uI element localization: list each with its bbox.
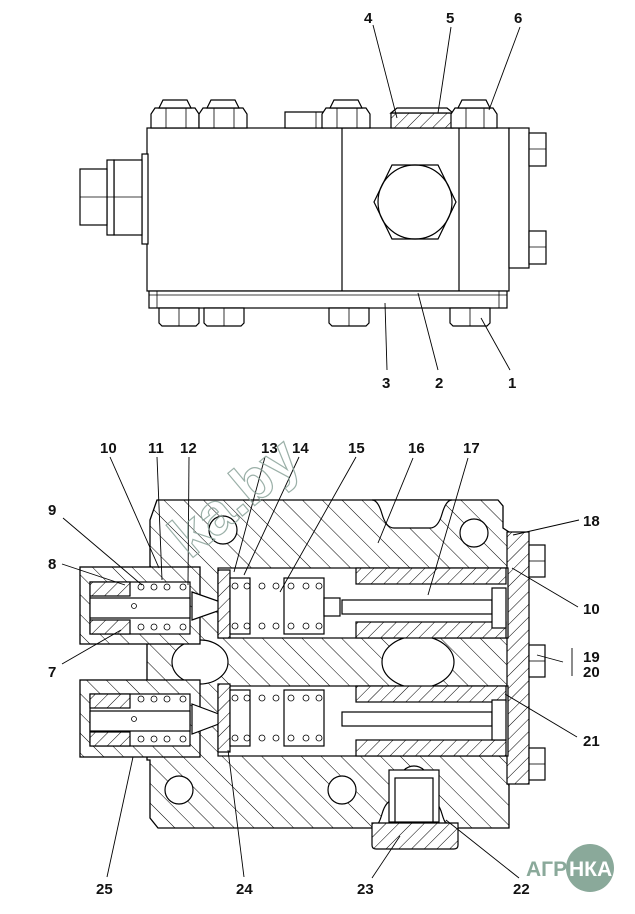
callout-5: 5 (446, 10, 454, 27)
callout-13: 13 (261, 440, 278, 457)
valve-body (146, 127, 510, 292)
callout-6: 6 (514, 10, 522, 27)
end-plate-section (506, 531, 530, 785)
callout-24: 24 (236, 881, 253, 898)
callout-7: 7 (48, 664, 56, 681)
callout-17: 17 (463, 440, 480, 457)
end-bolts (528, 544, 546, 781)
callout-3: 3 (382, 375, 390, 392)
agronka-logo: АГРО НКА (526, 844, 614, 892)
bottom-nuts (158, 307, 491, 327)
callout-12: 12 (180, 440, 197, 457)
lower-spool (341, 685, 507, 757)
callout-21: 21 (583, 733, 600, 750)
leaders (61, 456, 580, 879)
left-fitting (79, 153, 149, 245)
callout-19: 19 (583, 649, 600, 666)
callout-labels: 4 5 6 3 2 1 10 11 12 13 14 15 16 17 18 1… (48, 10, 600, 898)
callout-9: 9 (48, 502, 56, 519)
logo-left-text: АГРО (526, 858, 583, 881)
section-view (61, 456, 580, 879)
callout-25: 25 (96, 881, 113, 898)
top-nuts (150, 99, 498, 129)
lower-spring-cage (217, 683, 325, 753)
callout-14: 14 (292, 440, 309, 457)
callout-15: 15 (348, 440, 365, 457)
top-view (79, 24, 547, 371)
callout-10-right: 10 (583, 601, 600, 618)
callout-16: 16 (408, 440, 425, 457)
gasket-plate (148, 290, 508, 309)
bottom-plug (371, 769, 459, 850)
callout-2: 2 (435, 375, 443, 392)
hex-port (373, 164, 457, 240)
callout-1: 1 (508, 375, 516, 392)
callout-22: 22 (513, 881, 530, 898)
bolt-right-top (528, 132, 547, 167)
callout-18: 18 (583, 513, 600, 530)
end-plate (508, 127, 530, 269)
bolt-right-bottom (528, 230, 547, 265)
logo-right-text: НКА (569, 858, 612, 881)
callout-20: 20 (583, 664, 600, 681)
upper-cap (79, 566, 234, 645)
callout-23: 23 (357, 881, 374, 898)
upper-spring-cage (217, 569, 341, 639)
callout-4: 4 (364, 10, 373, 27)
logo-circle (566, 844, 614, 892)
lower-cap (79, 679, 234, 758)
callout-11: 11 (148, 440, 164, 457)
callout-8: 8 (48, 556, 56, 573)
upper-spool (341, 567, 507, 639)
callout-10-top: 10 (100, 440, 117, 457)
